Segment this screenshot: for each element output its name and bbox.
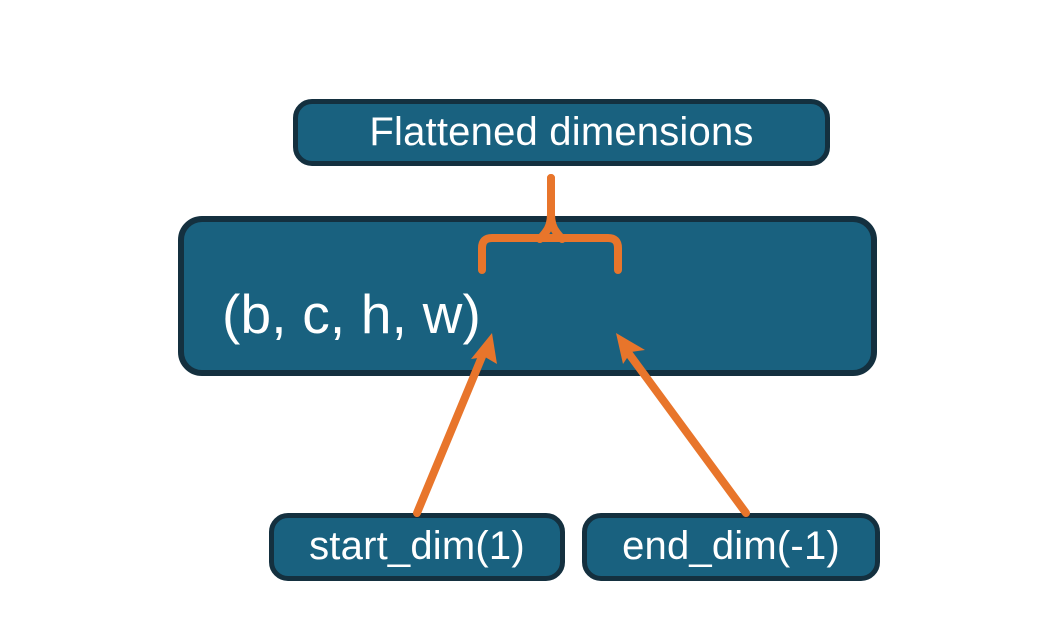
node-flattened-dimensions: Flattened dimensions <box>293 99 830 166</box>
node-start-dim: start_dim(1) <box>269 513 565 581</box>
node-start-dim-label: start_dim(1) <box>309 524 525 568</box>
node-tensor-shape: (b, c, h, w) <box>178 216 877 376</box>
node-end-dim-label: end_dim(-1) <box>622 524 840 568</box>
node-tensor-shape-label: (b, c, h, w) <box>221 282 482 345</box>
node-end-dim: end_dim(-1) <box>582 513 880 581</box>
node-flattened-dimensions-label: Flattened dimensions <box>369 109 754 154</box>
